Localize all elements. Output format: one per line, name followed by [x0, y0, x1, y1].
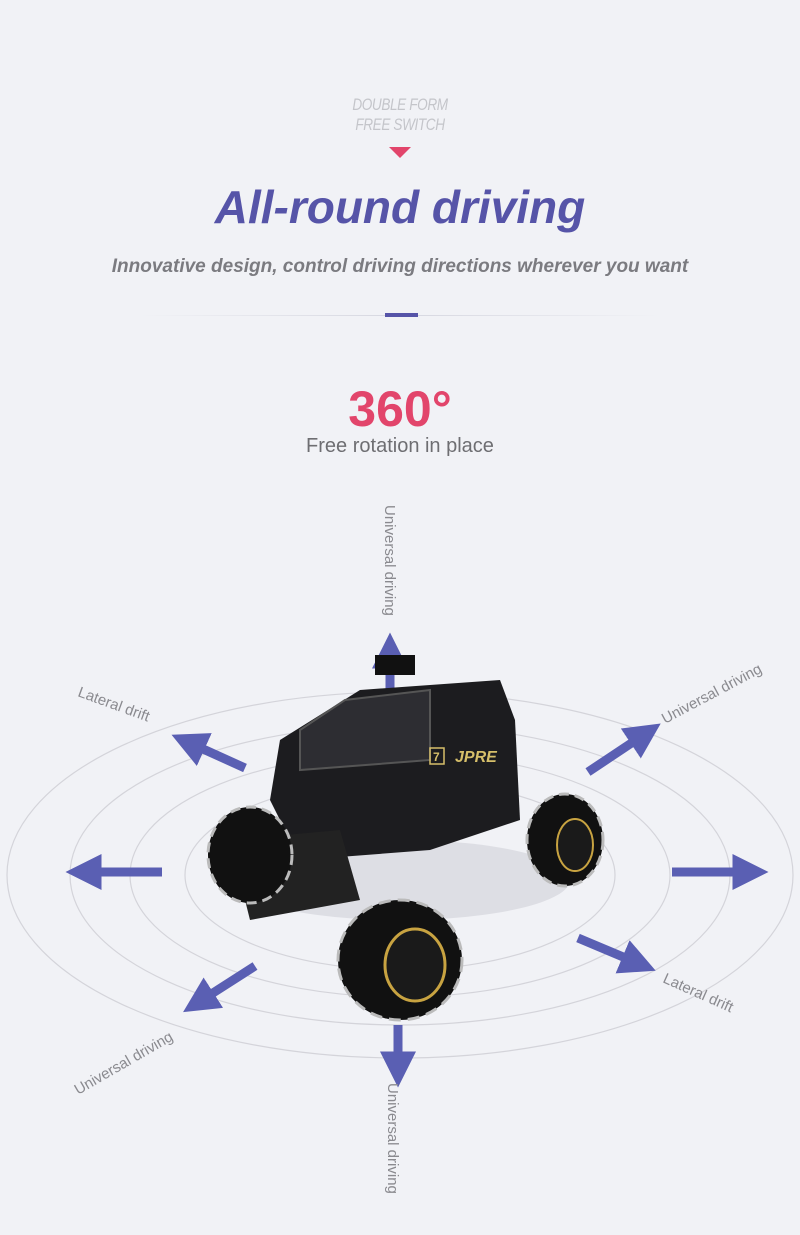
page-subtitle: Innovative design, control driving direc… [111, 256, 689, 277]
arrow-lower-right-icon [576, 933, 656, 974]
down-triangle-icon [389, 147, 411, 158]
rotation-caption: Free rotation in place [306, 435, 494, 457]
label-upper-right: Universal driving [659, 660, 765, 727]
label-lower-left: Universal driving [72, 1028, 177, 1098]
page-title: All-round driving [214, 181, 586, 233]
arrow-upper-right-icon [585, 723, 661, 776]
car-illustration: JPRE 7 [206, 655, 605, 1022]
label-lower-right: Lateral drift [660, 970, 736, 1016]
divider-mark [385, 313, 418, 317]
car-logo: JPRE [455, 749, 498, 766]
car-badge: 7 [433, 750, 440, 764]
kicker-line-1: DOUBLE FORM [352, 95, 448, 114]
arrow-lower-left-icon [183, 962, 258, 1013]
arrow-upper-left-icon [171, 733, 247, 773]
label-upper-left: Lateral drift [76, 684, 153, 726]
label-bottom: Universal driving [384, 1083, 401, 1194]
label-top: Universal driving [381, 505, 398, 616]
kicker-line-2: FREE SWITCH [355, 115, 445, 134]
rotation-value: 360° [348, 381, 452, 437]
